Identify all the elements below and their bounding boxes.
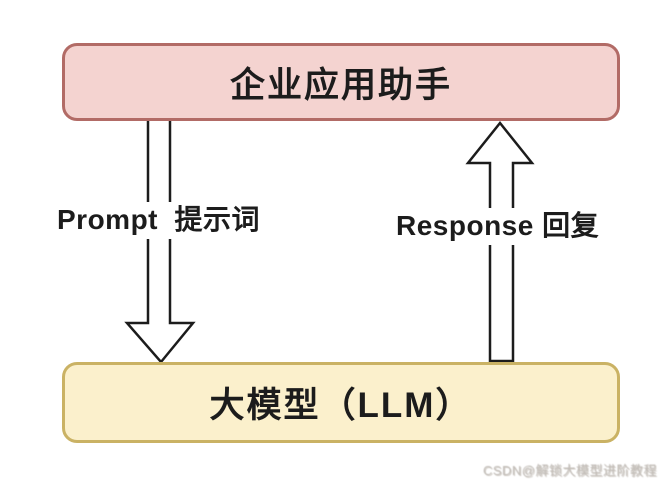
csdn-watermark: CSDN@解锁大模型进阶教程 xyxy=(482,463,657,478)
prompt-edge-label: Prompt 提示词 xyxy=(52,202,266,239)
prompt-arrow-down-icon xyxy=(124,115,196,364)
node-enterprise-assistant: 企业应用助手 xyxy=(62,43,620,121)
node-llm-label: 大模型（LLM） xyxy=(209,386,473,425)
node-llm: 大模型（LLM） xyxy=(62,362,620,443)
response-edge-label: Response 回复 xyxy=(391,208,605,245)
node-enterprise-assistant-label: 企业应用助手 xyxy=(229,65,452,105)
